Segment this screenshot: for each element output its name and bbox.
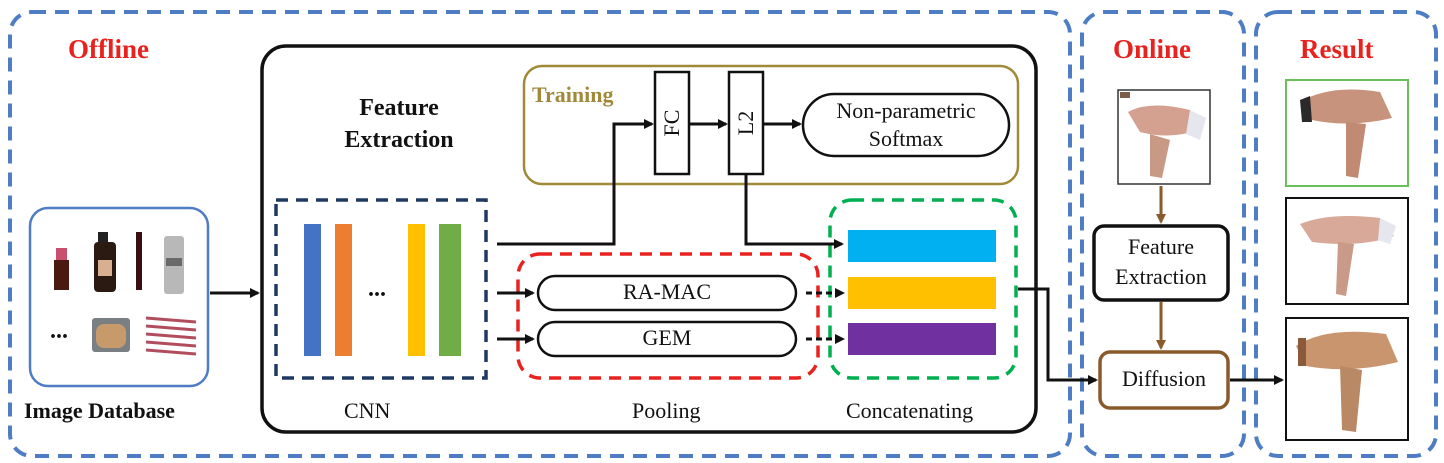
online-feature-extraction-box — [1092, 224, 1230, 302]
fc-label: FC — [659, 109, 684, 137]
feature-extraction-line1: Feature — [359, 95, 439, 121]
fc-box — [653, 70, 691, 176]
l2-label: L2 — [733, 110, 758, 136]
online-title: Online — [1113, 34, 1192, 64]
offline-section — [8, 10, 1072, 458]
pooling-label: Pooling — [632, 398, 701, 423]
cnn-box — [274, 198, 488, 380]
online-fe-label: Feature Extraction — [1094, 232, 1228, 292]
concatenating-label: Concatenating — [846, 398, 974, 423]
ramac-box — [536, 274, 798, 312]
training-label: Training — [532, 82, 614, 107]
cnn-bar-4 — [439, 224, 461, 356]
gem-label: GEM — [642, 325, 692, 350]
query-image — [1117, 89, 1211, 185]
online-section — [1080, 10, 1246, 458]
softmax-label: Non-parametric Softmax — [803, 97, 1009, 153]
arrow-cnn-to-fc — [497, 119, 654, 246]
cosmetic-images — [54, 232, 197, 356]
concat-bar-1 — [848, 230, 996, 262]
softmax-box — [801, 92, 1011, 158]
ramac-label: RA-MAC — [622, 279, 711, 304]
cnn-bar-1 — [304, 224, 321, 356]
softmax-line1: Non-parametric — [836, 98, 976, 123]
offline-title: Offline — [68, 34, 149, 64]
result-image-3 — [1285, 317, 1409, 441]
cnn-bar-2 — [335, 224, 352, 356]
training-box — [522, 64, 1020, 186]
result-image-1 — [1285, 79, 1409, 187]
diffusion-box — [1098, 350, 1230, 410]
concat-bar-2 — [848, 277, 996, 309]
image-database-label: Image Database — [24, 398, 175, 423]
result-title: Result — [1300, 34, 1374, 64]
softmax-line2: Softmax — [868, 126, 944, 151]
image-db-ellipsis: ... — [50, 318, 68, 344]
gem-box — [536, 320, 798, 358]
image-database-box — [28, 206, 210, 388]
cnn-bar-3 — [408, 224, 425, 356]
arrow-concat-to-diffusion — [1018, 287, 1098, 385]
online-fe-line1: Feature — [1128, 234, 1194, 259]
result-section — [1254, 10, 1438, 458]
feature-extraction-box — [260, 44, 1038, 434]
result-image-2 — [1285, 197, 1409, 305]
cnn-label: CNN — [344, 398, 391, 423]
feature-extraction-line2: Extraction — [344, 127, 454, 153]
concat-bar-3 — [848, 323, 996, 355]
concatenating-box — [828, 198, 1018, 380]
pooling-box — [516, 252, 820, 380]
online-fe-line2: Extraction — [1115, 264, 1207, 289]
diffusion-label: Diffusion — [1122, 366, 1206, 391]
feature-extraction-title: Feature Extraction — [318, 92, 480, 156]
cnn-ellipsis: ... — [368, 276, 386, 302]
arrow-l2-to-concat — [744, 174, 844, 249]
